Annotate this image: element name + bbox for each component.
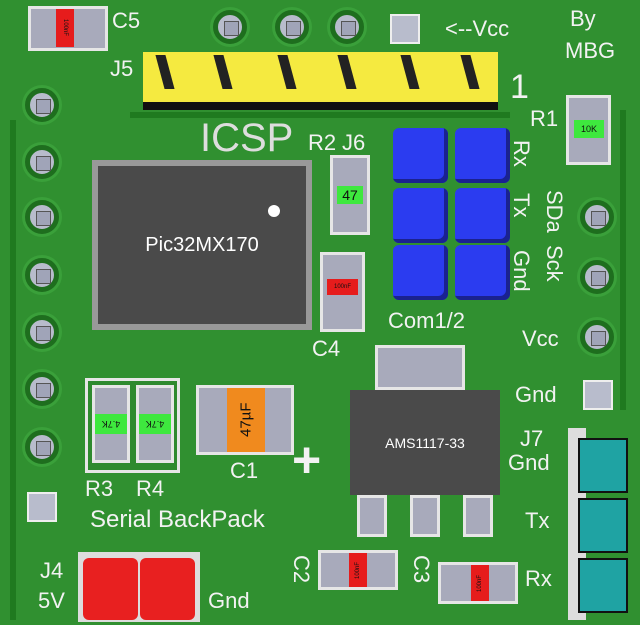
r3-label: R3 bbox=[85, 476, 114, 501]
resistor-r2: 47 bbox=[330, 155, 370, 235]
r1-value: 10K bbox=[574, 120, 604, 138]
j7-tx-label: Tx bbox=[525, 508, 550, 533]
5v-label: 5V bbox=[38, 588, 65, 613]
rx-label: Rx bbox=[509, 140, 534, 167]
c5-value: 100nF bbox=[56, 9, 74, 47]
pad bbox=[580, 260, 614, 294]
backpack-title: Serial BackPack bbox=[90, 506, 265, 533]
j4-jumper-gnd[interactable] bbox=[140, 558, 195, 620]
capacitor-c3: 100nF bbox=[438, 562, 518, 604]
pad bbox=[25, 200, 59, 234]
r2-label: R2 bbox=[308, 130, 337, 155]
j5-label: J5 bbox=[110, 56, 134, 81]
pad bbox=[25, 315, 59, 349]
trace bbox=[10, 120, 16, 620]
j4-label: J4 bbox=[40, 558, 64, 583]
pad bbox=[25, 88, 59, 122]
regulator-pin bbox=[410, 495, 440, 537]
vcc-label: Vcc bbox=[522, 326, 559, 351]
gnd2-label: Gnd bbox=[515, 382, 557, 407]
pad bbox=[330, 10, 364, 44]
r4-label: R4 bbox=[136, 476, 165, 501]
jumper-rx[interactable] bbox=[455, 128, 510, 183]
mcu-label: Pic32MX170 bbox=[145, 233, 259, 256]
trace bbox=[620, 110, 626, 410]
jumper-gnd[interactable] bbox=[455, 245, 510, 300]
regulator-tab bbox=[375, 345, 465, 390]
icsp-label: ICSP bbox=[200, 116, 294, 160]
resistor-r1: 10K bbox=[566, 95, 611, 165]
sck-label: Sck bbox=[542, 245, 567, 282]
pad bbox=[275, 10, 309, 44]
j4-jumper-5v[interactable] bbox=[83, 558, 138, 620]
icsp-header-j5[interactable] bbox=[143, 52, 498, 110]
sda-label: SDa bbox=[542, 190, 567, 233]
jumper-rx[interactable] bbox=[393, 128, 448, 183]
jumper-gnd[interactable] bbox=[393, 245, 448, 300]
square-pad bbox=[583, 380, 613, 410]
c2-value: 100nF bbox=[349, 553, 367, 587]
c5-label: C5 bbox=[112, 8, 141, 33]
pin1-label: 1 bbox=[510, 68, 529, 106]
plus-label: + bbox=[292, 432, 322, 488]
pad bbox=[213, 10, 247, 44]
pin1-dot bbox=[268, 205, 280, 217]
square-pad bbox=[390, 14, 420, 44]
j6-label: J6 bbox=[342, 130, 366, 155]
c3-value: 100nF bbox=[471, 565, 489, 601]
r2-value: 47 bbox=[337, 186, 363, 204]
capacitor-c2: 100nF bbox=[318, 550, 398, 590]
tx-label: Tx bbox=[509, 193, 534, 218]
resistor-r4: 4.7K bbox=[136, 385, 174, 463]
trace bbox=[130, 112, 510, 118]
pad bbox=[25, 145, 59, 179]
j7-pin-tx[interactable] bbox=[578, 498, 628, 553]
pad bbox=[25, 258, 59, 292]
pad bbox=[580, 200, 614, 234]
r4-value: 4.7K bbox=[139, 414, 171, 434]
c1-value: 47µF bbox=[227, 388, 265, 452]
vcc-arrow-label: <--Vcc bbox=[445, 16, 510, 41]
j7-pin-gnd[interactable] bbox=[578, 438, 628, 493]
regulator-label: AMS1117-33 bbox=[385, 434, 465, 451]
j7-gnd-label: Gnd bbox=[508, 450, 550, 475]
capacitor-c5: 100nF bbox=[28, 6, 108, 51]
j4-gnd-label: Gnd bbox=[208, 588, 250, 613]
regulator-pin bbox=[357, 495, 387, 537]
c4-label: C4 bbox=[312, 336, 341, 361]
regulator-chip: AMS1117-33 bbox=[350, 390, 500, 495]
gnd-label: Gnd bbox=[509, 250, 534, 292]
mbg-label: MBG bbox=[565, 38, 616, 63]
square-pad bbox=[27, 492, 57, 522]
j7-label: J7 bbox=[520, 426, 544, 451]
capacitor-c4: 100nF bbox=[320, 252, 365, 332]
resistor-r3: 4.7K bbox=[92, 385, 130, 463]
pad bbox=[580, 320, 614, 354]
com-label: Com1/2 bbox=[388, 308, 466, 333]
resistor-pair: 4.7K 4.7K bbox=[85, 378, 180, 473]
jumper-tx[interactable] bbox=[455, 188, 510, 243]
j7-pin-rx[interactable] bbox=[578, 558, 628, 613]
capacitor-c1: 47µF bbox=[196, 385, 294, 455]
jumper-tx[interactable] bbox=[393, 188, 448, 243]
c3-label: C3 bbox=[409, 555, 434, 584]
mcu-chip: Pic32MX170 bbox=[92, 160, 312, 330]
c1-label: C1 bbox=[230, 458, 259, 483]
by-label: By bbox=[570, 6, 596, 31]
r1-label: R1 bbox=[530, 106, 559, 131]
pad bbox=[25, 430, 59, 464]
j7-rx-label: Rx bbox=[525, 566, 552, 591]
r3-value: 4.7K bbox=[95, 414, 127, 434]
c4-value: 100nF bbox=[327, 279, 358, 295]
pad bbox=[25, 372, 59, 406]
c2-label: C2 bbox=[289, 555, 314, 584]
regulator-pin bbox=[463, 495, 493, 537]
